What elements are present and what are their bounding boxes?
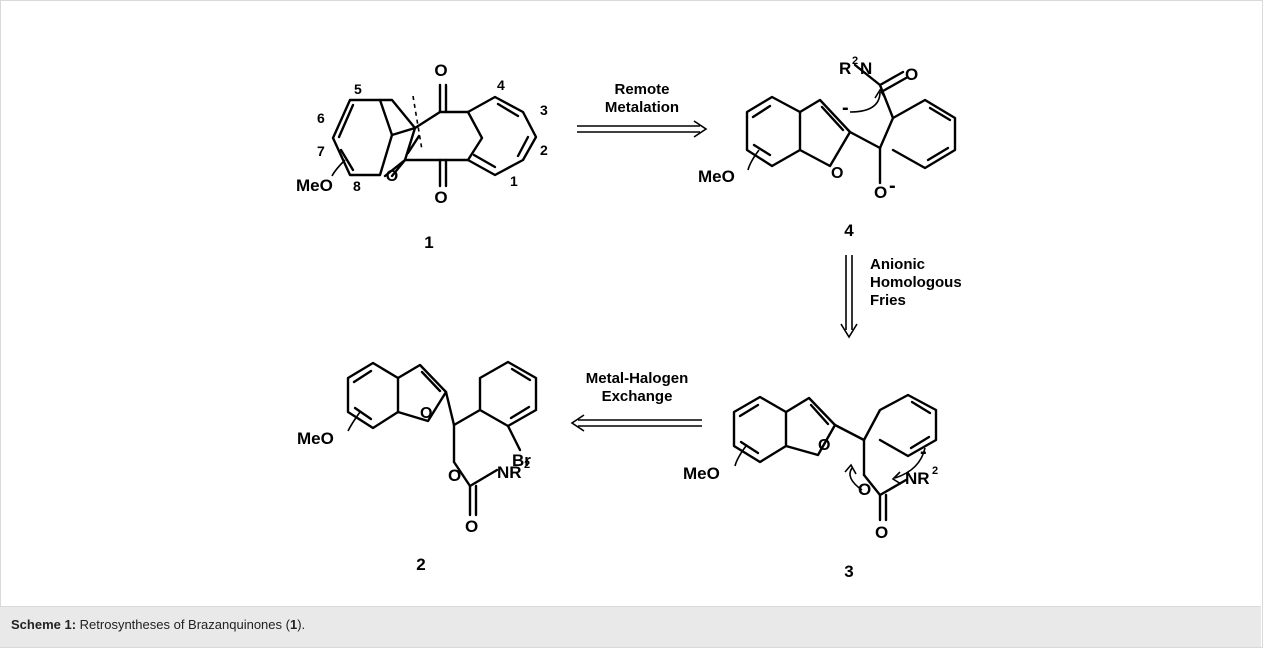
compound-1-oxygen-bottom: O (434, 188, 447, 207)
compound-3-methoxy: MeO (683, 464, 720, 483)
arrow-1-label-line-1: Remote (614, 81, 669, 98)
compound-1-position-1: 1 (510, 173, 518, 189)
compound-2-ring-oxygen: O (420, 405, 432, 422)
caption-compound: 1 (289, 617, 298, 632)
arrow-3-label-line-2: Exchange (602, 388, 673, 405)
compound-1-ring-oxygen: O (386, 168, 398, 185)
arrow-3-label-line-1: Metal-Halogen (586, 370, 689, 387)
compound-1-position-5: 5 (354, 81, 362, 97)
compound-3-structure (732, 393, 938, 522)
compound-4-amide-superscript: 2 (852, 55, 858, 67)
compound-4-methoxy: MeO (698, 167, 735, 186)
retro-arrow-2 (840, 255, 858, 339)
compound-3-carbanion-charge: - (920, 441, 927, 463)
compound-2-carbonyl-oxygen: O (465, 517, 478, 536)
compound-4-alkoxide-charge: - (889, 175, 896, 197)
compound-3-carbonyl-oxygen: O (875, 523, 888, 542)
caption-text-a: Retrosyntheses of Brazanquinones ( (76, 617, 290, 632)
figure-caption: Scheme 1: Retrosyntheses of Brazanquinon… (11, 617, 305, 632)
arrow-1-label-line-2: Metalation (605, 99, 679, 116)
compound-3-ester-oxygen: O (858, 480, 871, 499)
compound-2-ester-oxygen: O (448, 466, 461, 485)
compound-3-ring-oxygen: O (818, 437, 830, 454)
compound-4-amide-n: N (860, 59, 872, 78)
compound-1-position-2: 2 (540, 142, 548, 158)
compound-1-oxygen-top: O (434, 61, 447, 80)
caption-bar (0, 606, 1261, 647)
compound-3-amine-superscript: 2 (932, 465, 938, 477)
caption-text-b: ). (297, 617, 306, 632)
compound-1-position-4: 4 (497, 77, 505, 93)
compound-4-carbanion-charge: - (842, 97, 849, 119)
compound-3-amine: NR (905, 469, 930, 488)
compound-2-methoxy: MeO (297, 429, 334, 448)
compound-4-amide-r: R (839, 59, 851, 78)
compound-1-number: 1 (424, 233, 433, 252)
arrow-2-label-line-2: Homologous (870, 274, 962, 291)
compound-4-number: 4 (844, 221, 854, 240)
compound-2-amine: NR (497, 463, 522, 482)
compound-3-number: 3 (844, 562, 853, 581)
compound-4-alkoxide-oxygen: O (874, 183, 887, 202)
compound-2-number: 2 (416, 555, 425, 574)
compound-2-amine-superscript: 2 (524, 459, 530, 471)
compound-4-structure (745, 63, 957, 185)
compound-4-carbonyl-oxygen: O (905, 65, 918, 84)
reaction-scheme: O O O 5 4 3 2 1 6 7 8 MeO 1 Remote Metal… (296, 55, 962, 581)
compound-4-ring-oxygen: O (831, 165, 843, 182)
compound-1-position-6: 6 (317, 110, 325, 126)
retro-arrow-3 (570, 414, 702, 432)
retro-arrow-1 (577, 120, 708, 138)
compound-2-structure (346, 360, 538, 517)
compound-1-methoxy: MeO (296, 176, 333, 195)
compound-2-bromine: Br (512, 451, 531, 470)
compound-1-position-8: 8 (353, 178, 361, 194)
caption-label: Scheme 1: (11, 617, 77, 632)
compound-1-position-7: 7 (317, 143, 325, 159)
arrow-2-label-line-3: Fries (870, 292, 906, 309)
compound-1-structure (331, 83, 538, 188)
arrow-2-label-line-1: Anionic (870, 256, 925, 273)
compound-1-position-3: 3 (540, 102, 548, 118)
